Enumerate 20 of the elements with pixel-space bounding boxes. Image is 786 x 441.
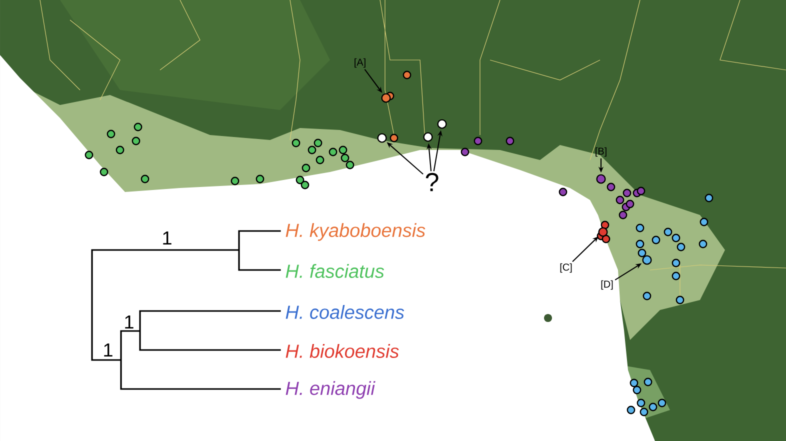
- species-name: H. coalescens: [286, 305, 404, 319]
- species-name: H. kyaboboensis: [286, 223, 426, 241]
- sample-dot: [437, 119, 447, 129]
- support-value: 1: [125, 315, 134, 329]
- sample-dot: [598, 227, 608, 237]
- species-name: H. biokoensis: [286, 344, 399, 358]
- sample-dot: [381, 93, 391, 103]
- callout-label: [A]: [354, 58, 366, 68]
- support-value: 1: [104, 343, 112, 357]
- sample-dot: [423, 132, 433, 142]
- sample-dot: [642, 255, 652, 265]
- species-name: H. fasciatus: [286, 264, 384, 278]
- sample-dot: [377, 133, 387, 143]
- support-value: 1: [163, 231, 172, 245]
- question-mark: ?: [426, 172, 438, 192]
- callout-label: [B]: [596, 147, 606, 157]
- callout-label: [D]: [601, 280, 613, 290]
- species-name: H. eniangii: [286, 381, 376, 399]
- callout-label: [C]: [560, 263, 572, 273]
- sample-dot: [596, 174, 606, 184]
